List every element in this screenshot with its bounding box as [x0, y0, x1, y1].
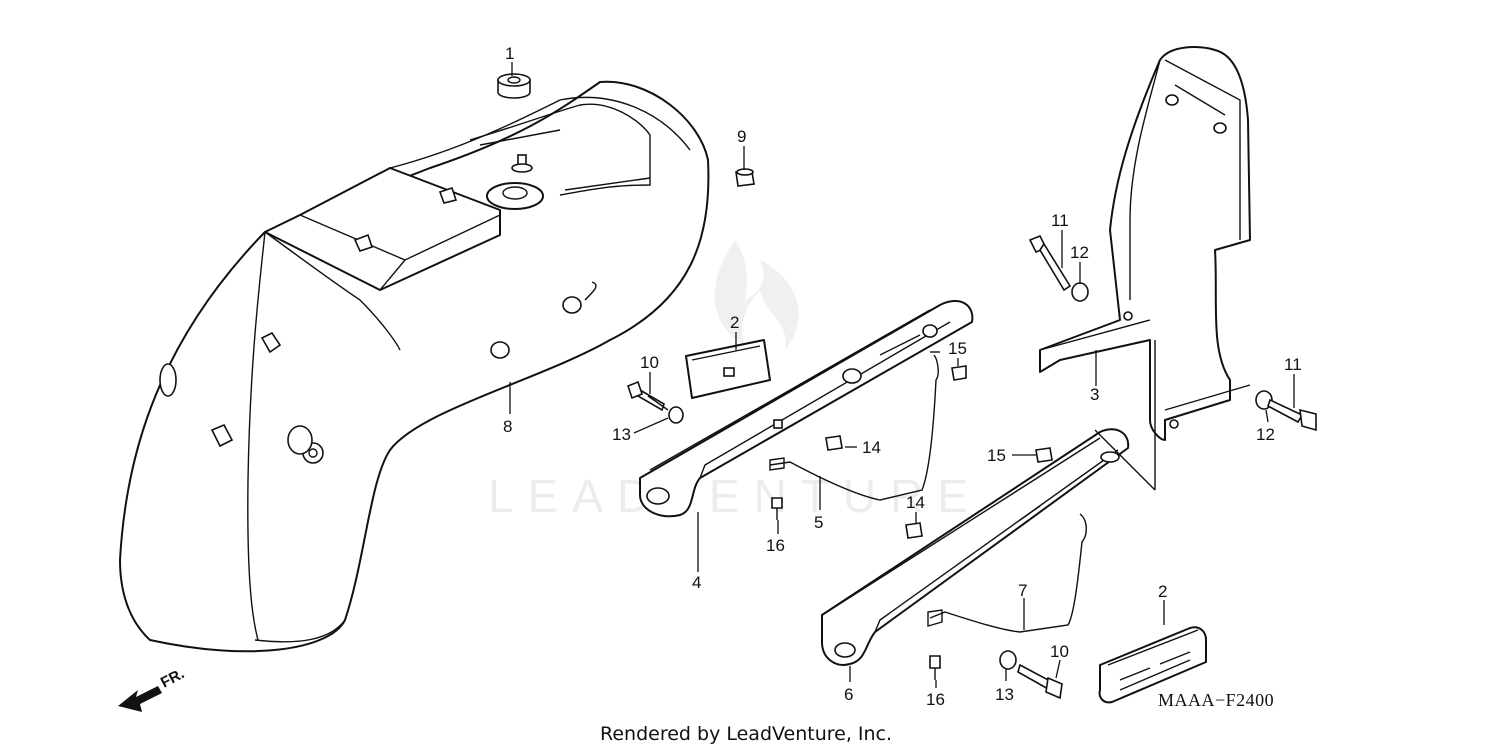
- callout-9: 9: [737, 127, 746, 146]
- callout-16-upper: 16: [766, 536, 785, 555]
- nut-part-9: [735, 168, 755, 187]
- render-credit: Rendered by LeadVenture, Inc.: [600, 723, 892, 745]
- callout-8: 8: [503, 417, 512, 436]
- washer-13-lower: [999, 650, 1017, 670]
- stay-part-7: [927, 513, 1087, 633]
- bolt-10-lower: [1017, 663, 1063, 700]
- callout-11-lower: 11: [1284, 355, 1302, 374]
- callout-16-lower: 16: [926, 690, 945, 709]
- rear-fender: [119, 80, 710, 653]
- watermark-text: LEADVENTURE: [488, 470, 982, 522]
- callout-10-upper: 10: [640, 353, 659, 372]
- callout-4: 4: [692, 573, 701, 592]
- stay-part-5: [769, 351, 940, 501]
- washer-13-upper: [668, 406, 684, 424]
- screw-16-upper: [771, 497, 783, 520]
- callout-6: 6: [844, 685, 853, 704]
- callout-12-upper: 12: [1070, 243, 1089, 262]
- callout-2-lower: 2: [1158, 582, 1167, 601]
- callout-12-lower: 12: [1256, 425, 1275, 444]
- bolt-11-lower: [1267, 398, 1317, 432]
- bolt-11-upper: [1028, 234, 1072, 292]
- callout-5: 5: [814, 513, 823, 532]
- reflector-part-2-upper: [685, 339, 771, 399]
- nut-14-lower: [905, 522, 923, 539]
- screw-16-lower: [929, 655, 941, 680]
- bolt-10-upper: [627, 380, 669, 412]
- callout-14-lower: 14: [906, 493, 925, 512]
- nut-15-lower: [1035, 447, 1053, 463]
- nut-15-upper: [951, 365, 967, 381]
- bracket-part-4: [639, 300, 974, 518]
- drawing-code: MAAA−F2400: [1158, 690, 1274, 710]
- callout-14-upper: 14: [862, 438, 881, 457]
- callout-15-lower: 15: [987, 446, 1006, 465]
- watermark: LEADVENTURE: [488, 240, 982, 522]
- bracket-part-6: [821, 428, 1130, 666]
- callout-7: 7: [1018, 581, 1027, 600]
- callout-3: 3: [1090, 385, 1099, 404]
- nut-14-upper: [825, 435, 843, 451]
- callout-2-upper: 2: [730, 313, 739, 332]
- grommet-part-1: [497, 73, 531, 99]
- callout-13-lower: 13: [995, 685, 1014, 704]
- washer-12-upper: [1071, 282, 1089, 302]
- callout-13-upper: 13: [612, 425, 631, 444]
- reflector-part-2-lower: [1098, 626, 1207, 704]
- leader-lines: [509, 62, 1295, 688]
- callout-15-upper: 15: [948, 339, 967, 358]
- callout-11-upper: 11: [1051, 211, 1069, 230]
- front-direction-arrow: FR.: [118, 665, 187, 712]
- callout-labels: 1 2 2 3 4 5 6 7 8 9 10 10 11 11 12 12 13…: [503, 44, 1302, 709]
- bracket-part-3: [1039, 46, 1251, 491]
- front-label: FR.: [158, 665, 187, 691]
- callout-1: 1: [505, 44, 514, 63]
- callout-10-lower: 10: [1050, 642, 1069, 661]
